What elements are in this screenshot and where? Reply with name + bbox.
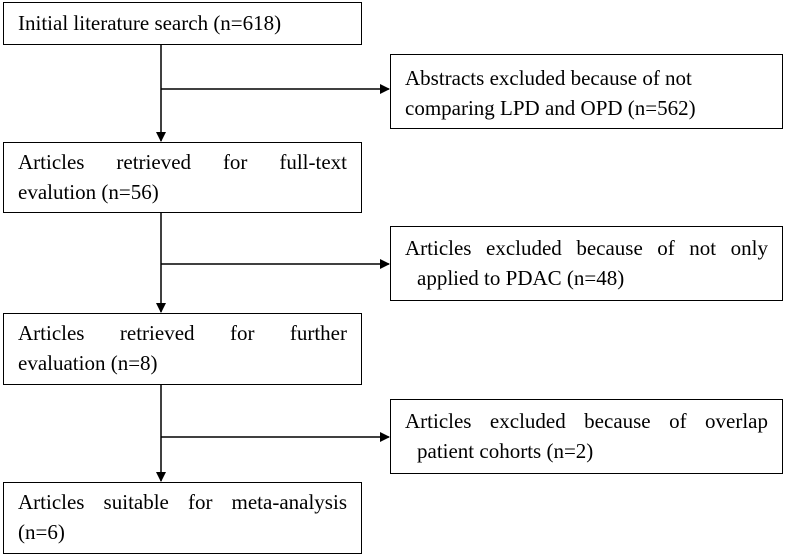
main-box-initial-search: Initial literature search (n=618) <box>3 2 362 45</box>
main-box-meta-analysis-line1: Articles suitable for meta-analysis <box>18 490 347 514</box>
excluded-box-overlap: Articles excluded because of overlap pat… <box>390 399 783 474</box>
excluded-box-abstracts-line1: Abstracts excluded because of not <box>405 66 692 90</box>
excluded-box-abstracts-line2: comparing LPD and OPD (n=562) <box>405 96 696 120</box>
main-box-meta-analysis: Articles suitable for meta-analysis (n=6… <box>3 482 362 554</box>
excluded-box-abstracts: Abstracts excluded because of not compar… <box>390 54 783 129</box>
main-box-full-text: Articles retrieved for full-text evaluti… <box>3 142 362 213</box>
excluded-box-not-pdac-line1: Articles excluded because of not only <box>405 236 768 260</box>
excluded-box-overlap-line1: Articles excluded because of overlap <box>405 409 768 433</box>
main-box-further-evaluation-line1: Articles retrieved for further <box>18 321 347 345</box>
main-box-full-text-line1: Articles retrieved for full-text <box>18 150 347 174</box>
excluded-box-overlap-line2: patient cohorts (n=2) <box>417 439 594 463</box>
main-box-full-text-line2: evalution (n=56) <box>18 180 159 204</box>
excluded-box-not-pdac: Articles excluded because of not only ap… <box>390 226 783 301</box>
excluded-box-not-pdac-line2: applied to PDAC (n=48) <box>417 266 625 290</box>
main-box-meta-analysis-line2: (n=6) <box>18 520 65 544</box>
main-box-further-evaluation: Articles retrieved for further evaluatio… <box>3 313 362 385</box>
main-box-further-evaluation-line2: evaluation (n=8) <box>18 351 158 375</box>
main-box-initial-search-text: Initial literature search (n=618) <box>18 11 282 35</box>
